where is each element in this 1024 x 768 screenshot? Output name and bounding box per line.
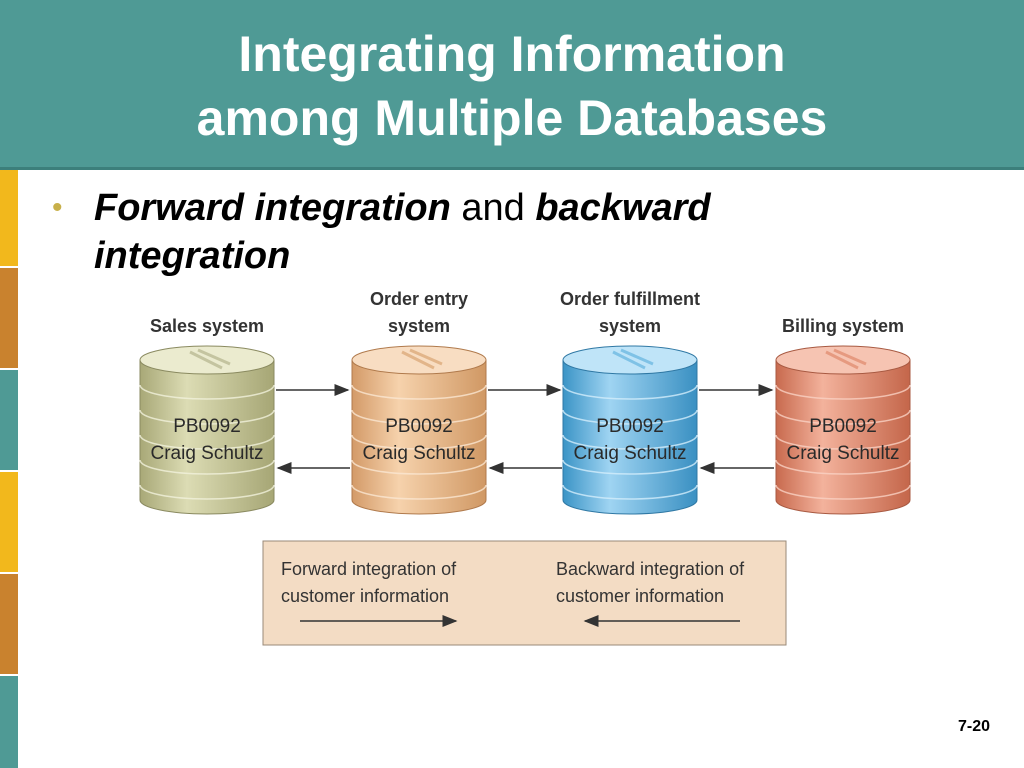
database-sales-icon: [139, 345, 275, 515]
stripe-segment: [0, 170, 18, 266]
page-number: 7-20: [957, 718, 990, 735]
slide-title: Integrating Information among Multiple D…: [0, 22, 1024, 150]
record-name-sales: Craig Schultz: [151, 443, 264, 464]
stripe-segment: [0, 574, 18, 674]
legend-backward-line2: customer information: [556, 586, 724, 606]
stripe-segment: [0, 472, 18, 572]
system-label-order-entry-1: Order entry: [370, 289, 468, 309]
record-name-fulfillment: Craig Schultz: [574, 443, 687, 464]
system-label-sales: Sales system: [150, 316, 264, 336]
database-billing-icon: [775, 345, 911, 515]
legend-forward-line1: Forward integration of: [281, 559, 457, 579]
term-backward: backward: [535, 187, 711, 229]
system-label-billing: Billing system: [782, 316, 904, 336]
record-name-billing: Craig Schultz: [787, 443, 900, 464]
title-bar: Integrating Information among Multiple D…: [0, 0, 1024, 170]
term-integration: integration: [94, 235, 291, 277]
record-id-fulfillment: PB0092: [596, 416, 664, 437]
title-line-1: Integrating Information: [238, 26, 786, 82]
title-line-2: among Multiple Databases: [196, 90, 828, 146]
system-label-fulfillment-2: system: [599, 316, 661, 336]
conjunction: and: [450, 187, 536, 229]
system-label-fulfillment-1: Order fulfillment: [560, 289, 700, 309]
legend-backward-line1: Backward integration of: [556, 559, 745, 579]
stripe-segment: [0, 676, 18, 768]
legend-forward-line2: customer information: [281, 586, 449, 606]
bullet-icon: •: [52, 191, 63, 224]
record-id-billing: PB0092: [809, 416, 877, 437]
database-fulfillment-icon: [562, 345, 698, 515]
record-name-order-entry: Craig Schultz: [363, 443, 476, 464]
term-forward: Forward integration: [94, 187, 451, 229]
database-order-entry-icon: [351, 345, 487, 515]
record-id-sales: PB0092: [173, 416, 241, 437]
side-stripe: [0, 170, 18, 768]
bullet-text: Forward integration and backward integra…: [94, 184, 894, 280]
system-label-order-entry-2: system: [388, 316, 450, 336]
legend-box: Forward integration of customer informat…: [262, 540, 787, 646]
stripe-segment: [0, 370, 18, 470]
record-id-order-entry: PB0092: [385, 416, 453, 437]
stripe-segment: [0, 268, 18, 368]
